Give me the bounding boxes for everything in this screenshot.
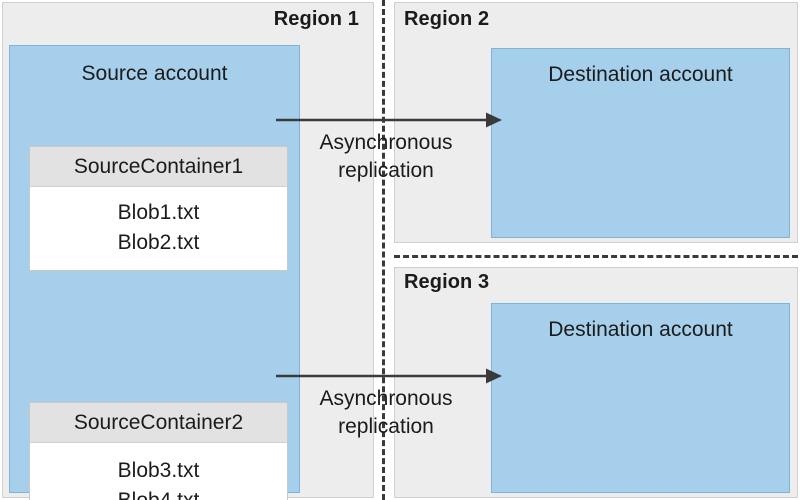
replication-label-2-line2: replication [338,415,434,438]
replication-label-2-line1: Asynchronous [319,387,453,410]
replication-label-2: Asynchronous replication [276,385,496,441]
blob-item: Blob3.txt [117,459,200,482]
blob-item: Blob2.txt [117,230,200,254]
source-container-1-blob-list: Blob1.txt Blob2.txt [30,187,287,270]
region-1-title: Region 1 [273,8,359,30]
source-container-1-box[interactable]: SourceContainer1 Blob1.txt Blob2.txt [29,146,288,271]
region-2-title: Region 2 [404,8,490,30]
source-container-2-header: SourceContainer2 [30,403,287,443]
source-container-1-header: SourceContainer1 [30,147,287,187]
source-account-box: Source account SourceContainer1 Blob1.tx… [9,45,300,500]
blob-item: Blob1.txt [117,200,200,224]
source-account-label: Source account [81,62,228,85]
destination-account-2-box: Destination account DestinationContainer… [491,303,790,493]
replication-label-1-line2: replication [338,159,434,182]
region-3-title: Region 3 [404,271,490,293]
region-divider-vertical [382,0,385,500]
destination-account-1-label: Destination account [548,63,733,86]
source-container-2-box[interactable]: SourceContainer2 Blob3.txt Blob4.txt [29,402,288,500]
destination-account-1-box: Destination account DestinationContainer… [491,48,790,238]
replication-label-1-line1: Asynchronous [319,131,453,154]
replication-label-1: Asynchronous replication [276,129,496,185]
blob-item: Blob4.txt [118,486,200,500]
region-divider-horizontal [394,255,798,258]
source-container-2-blob-list: Blob3.txt Blob4.txt [30,443,287,500]
destination-account-2-label: Destination account [548,318,733,341]
